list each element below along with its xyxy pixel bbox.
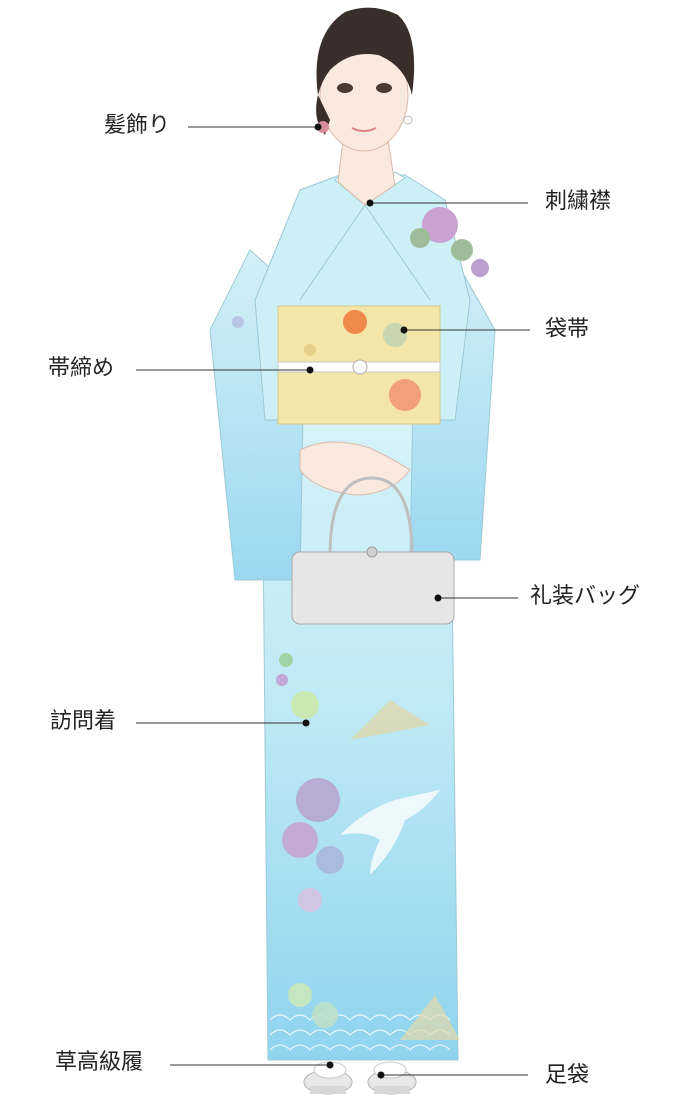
skirt-floral-motif (276, 653, 460, 1040)
label-obijime: 帯締め (48, 356, 115, 381)
label-hair-ornament: 髪飾り (104, 113, 171, 138)
shoulder-floral-motif (232, 207, 489, 328)
bag-body (291, 551, 455, 625)
label-fukuro-obi: 袋帯 (545, 317, 590, 342)
label-embroidered-collar: 刺繍襟 (545, 189, 612, 214)
label-zouri: 草高級履 (55, 1050, 144, 1075)
hair (316, 7, 415, 95)
label-houmongi: 訪問着 (50, 709, 117, 734)
bag-handle (328, 476, 414, 557)
hands (299, 441, 411, 496)
label-formal-bag: 礼装バッグ (530, 584, 641, 609)
label-tabi: 足袋 (545, 1063, 590, 1088)
callout-lines (136, 126, 530, 1076)
callout-dots (302, 123, 442, 1079)
hair-ornament (317, 121, 329, 133)
